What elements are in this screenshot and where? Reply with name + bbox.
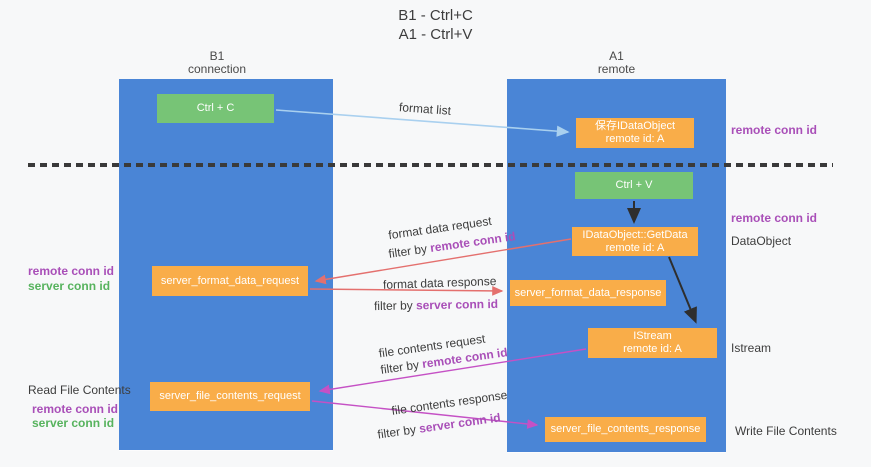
- filter-by-text: filter by: [387, 241, 432, 261]
- filter-by-text: filter by: [373, 298, 417, 314]
- left-remote-conn-id-note-2: remote conn id: [32, 402, 119, 416]
- server-format-data-request-box: server_format_data_request: [152, 266, 308, 296]
- istream-box: IStream remote id: A: [588, 328, 717, 358]
- file-response-label: server_file_contents_response: [550, 423, 701, 435]
- server-conn-id-text: server conn id: [415, 296, 499, 313]
- filter-by-server-conn-id-label-1: filter by server conn id: [374, 297, 498, 313]
- right-remote-conn-id-note-mid: remote conn id: [731, 211, 818, 225]
- copy-paste-separator-line: [28, 163, 833, 167]
- istream-line1: IStream: [633, 330, 672, 342]
- istream-line2: remote id: A: [623, 343, 682, 355]
- server-conn-id-text: server conn id: [418, 410, 502, 436]
- getdata-line1: IDataObject::GetData: [582, 228, 688, 241]
- format-response-label: server_format_data_response: [514, 286, 662, 299]
- filter-by-text: filter by: [379, 357, 424, 377]
- lane-b1-subtitle: connection: [187, 62, 247, 76]
- lane-b1-name: B1: [209, 49, 225, 63]
- saved-idataobject-box: 保存IDataObject remote id: A: [576, 118, 694, 148]
- ctrl-c-label: Ctrl + C: [196, 102, 235, 114]
- server-file-contents-request-box: server_file_contents_request: [150, 382, 310, 411]
- lane-header-a1: A1 remote: [507, 50, 726, 76]
- left-server-conn-id-note-2: server conn id: [32, 416, 115, 430]
- filter-by-text: filter by: [376, 421, 421, 442]
- dataobject-note: DataObject: [731, 234, 792, 248]
- saved-idataobject-line1: 保存IDataObject: [594, 120, 676, 132]
- file-request-label: server_file_contents_request: [159, 390, 301, 402]
- ctrl-v-box: Ctrl + V: [575, 172, 693, 199]
- ctrl-c-box: Ctrl + C: [157, 94, 274, 123]
- format-request-label: server_format_data_request: [160, 274, 300, 287]
- ctrl-v-label: Ctrl + V: [615, 179, 653, 191]
- format-data-response-label: format data response: [382, 273, 497, 292]
- title-line-1: B1 - Ctrl+C: [398, 7, 473, 24]
- idataobject-getdata-box: IDataObject::GetData remote id: A: [572, 227, 698, 256]
- istream-note: Istream: [731, 341, 772, 355]
- format-list-label: format list: [398, 100, 452, 118]
- left-server-conn-id-note: server conn id: [28, 279, 111, 293]
- write-file-contents-note: Write File Contents: [735, 424, 837, 438]
- getdata-line2: remote id: A: [605, 241, 665, 254]
- lane-a1-name: A1: [609, 49, 624, 63]
- server-format-data-response-box: server_format_data_response: [510, 280, 666, 306]
- lane-a1-subtitle: remote: [597, 62, 636, 76]
- left-remote-conn-id-note: remote conn id: [28, 264, 115, 278]
- title-line-2: A1 - Ctrl+V: [398, 26, 473, 43]
- diagram-title: B1 - Ctrl+C A1 - Ctrl+V: [0, 6, 871, 44]
- saved-idataobject-line2: remote id: A: [605, 133, 665, 145]
- lane-header-b1: B1 connection: [110, 50, 324, 76]
- read-file-contents-note: Read File Contents: [28, 383, 131, 397]
- right-remote-conn-id-note-top: remote conn id: [731, 123, 818, 137]
- server-file-contents-response-box: server_file_contents_response: [545, 417, 706, 442]
